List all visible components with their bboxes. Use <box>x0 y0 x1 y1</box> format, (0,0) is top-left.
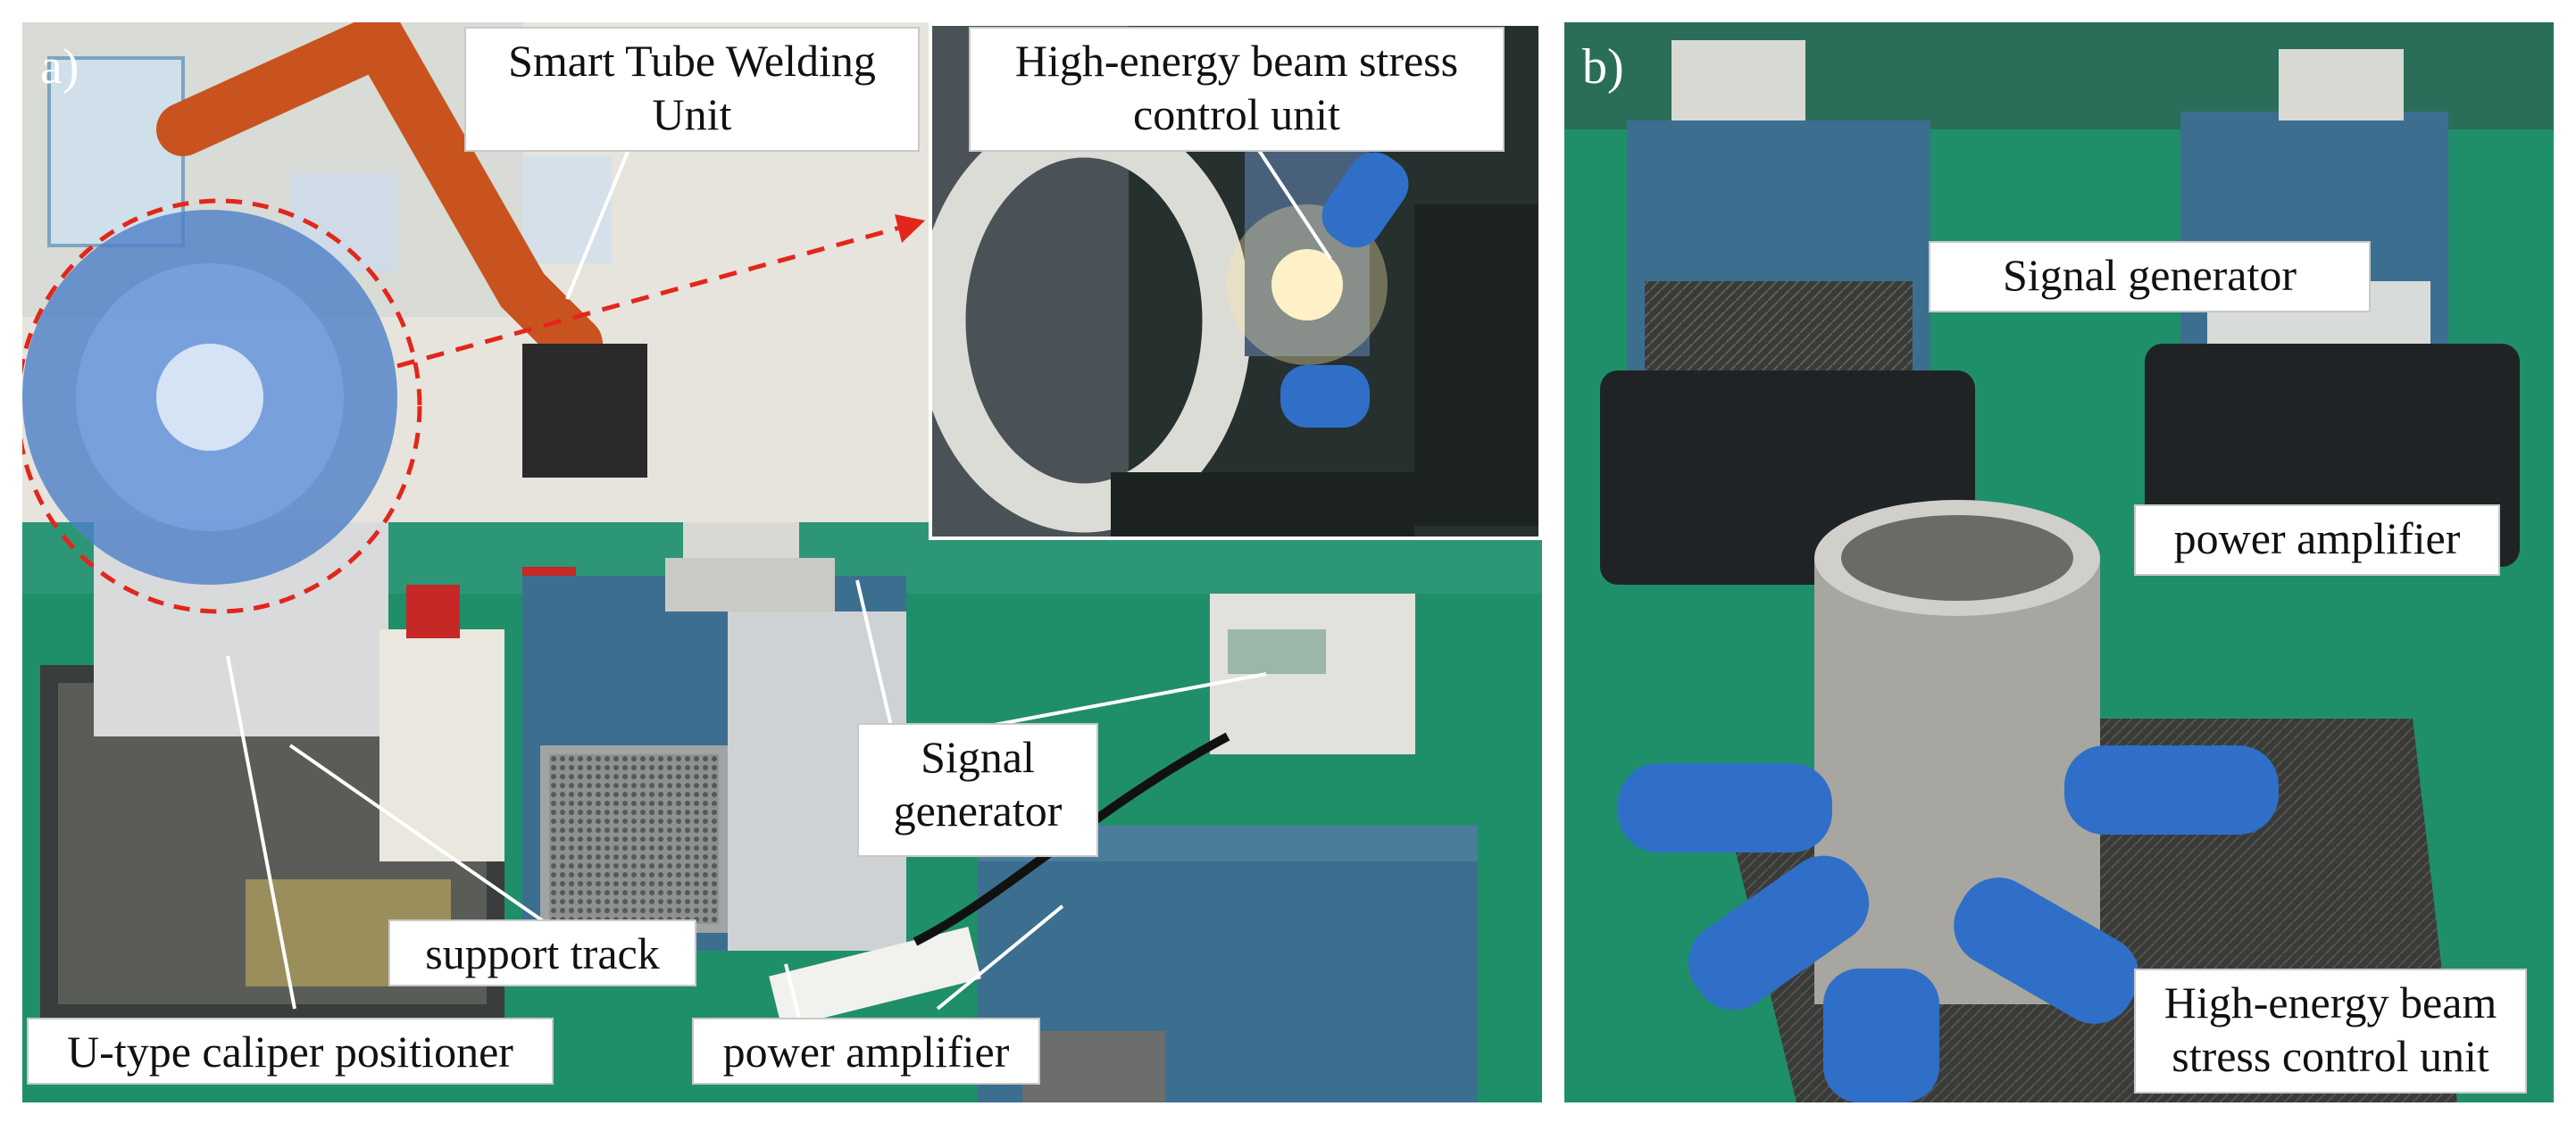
panel-b-photo <box>1564 22 2554 1102</box>
panel-b-scene <box>1564 22 2554 1102</box>
label-u-type-caliper-positioner: U-type caliper positioner <box>27 1018 554 1085</box>
panel-a-tag: a) <box>40 39 79 95</box>
label-hebsc-unit-inset: High-energy beam stress control unit <box>969 27 1505 152</box>
label-smart-tube-welding-unit: Smart Tube Welding Unit <box>464 27 920 152</box>
label-signal-generator-a: Signal generator <box>857 723 1098 857</box>
label-power-amplifier-b: power amplifier <box>2134 504 2500 576</box>
label-support-track: support track <box>388 919 696 986</box>
label-signal-generator-b: Signal generator <box>1929 241 2371 312</box>
panel-b-tag: b) <box>1582 39 1624 95</box>
label-power-amplifier-a: power amplifier <box>692 1018 1040 1085</box>
label-hebsc-unit-b: High-energy beam stress control unit <box>2134 969 2527 1094</box>
